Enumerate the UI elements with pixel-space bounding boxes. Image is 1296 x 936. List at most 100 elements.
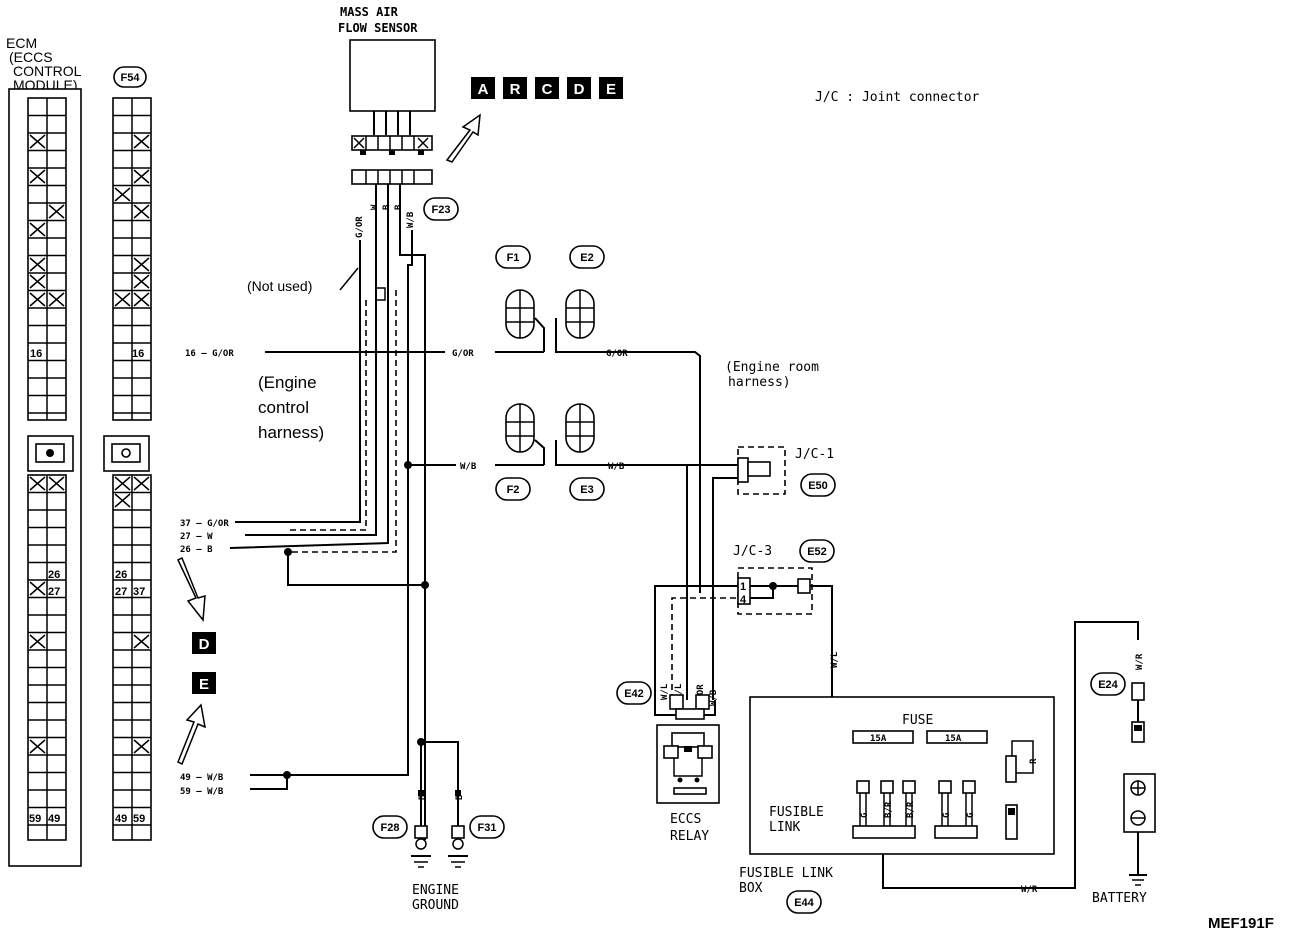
engine-ground-f28[interactable] bbox=[411, 790, 431, 868]
inline-connector-f2[interactable] bbox=[505, 403, 535, 453]
connector-badge-e52[interactable]: E52 bbox=[799, 539, 835, 563]
connector-badge-f28[interactable]: F28 bbox=[372, 815, 408, 839]
f54-pin-59: 59 bbox=[133, 813, 145, 825]
fuse-side-connector[interactable] bbox=[1005, 740, 1034, 840]
joint-connector-jc3[interactable] bbox=[737, 567, 813, 615]
fuse-2-rating: 15A bbox=[945, 734, 962, 744]
fusible-link-wire-color: G bbox=[860, 813, 870, 818]
connector-badge-e44[interactable]: E44 bbox=[786, 890, 822, 914]
badge-a bbox=[471, 77, 495, 99]
ecm-title-line-2: (ECCS bbox=[9, 49, 53, 65]
inline-connector-f1[interactable] bbox=[505, 289, 535, 339]
badge-label: C bbox=[542, 81, 553, 98]
ground-wire-right-color: B bbox=[455, 794, 465, 800]
engine-control-harness-label-2: control bbox=[258, 398, 309, 417]
engine-ground-f31[interactable] bbox=[448, 790, 468, 868]
eccs-relay-label-2: RELAY bbox=[670, 829, 709, 844]
svg-text:E24: E24 bbox=[1098, 679, 1118, 691]
ecm-connector-latch bbox=[27, 435, 74, 472]
engine-ground-label-1: ENGINE bbox=[412, 883, 459, 898]
engine-control-harness-label-3: harness) bbox=[258, 423, 324, 442]
f54-connector-grid[interactable] bbox=[112, 97, 152, 841]
svg-text:F1: F1 bbox=[507, 252, 520, 264]
badge-left-d bbox=[192, 632, 216, 654]
maf-title-line-1: MASS AIR bbox=[340, 5, 399, 19]
connector-badge-f1[interactable]: F1 bbox=[495, 245, 531, 269]
badge-e bbox=[599, 77, 623, 99]
connector-badge-f2[interactable]: F2 bbox=[495, 477, 531, 501]
eccs-relay-connector[interactable] bbox=[654, 694, 716, 720]
wire-49-label: 49 — W/B bbox=[180, 773, 224, 783]
badge-label: R bbox=[510, 81, 521, 98]
wire-wb-mid-label: W/B bbox=[460, 462, 477, 472]
connector-badge-f23[interactable]: F23 bbox=[423, 197, 459, 221]
svg-text:F28: F28 bbox=[381, 822, 400, 834]
badge-left-label: E bbox=[199, 676, 209, 693]
fusible-link-label-2: LINK bbox=[769, 820, 800, 835]
joint-connector-jc1[interactable] bbox=[737, 446, 786, 495]
section-reference-badges-left: DE bbox=[192, 632, 216, 694]
svg-text:E44: E44 bbox=[794, 897, 814, 909]
badge-left-label: D bbox=[199, 636, 210, 653]
svg-text:E3: E3 bbox=[580, 484, 593, 496]
connector-badge-f54[interactable]: F54 bbox=[113, 66, 147, 88]
engine-room-harness-label-2: harness) bbox=[728, 375, 791, 390]
fusible-link-box-label-1: FUSIBLE LINK bbox=[739, 866, 833, 881]
fuse-label: FUSE bbox=[902, 713, 933, 728]
fuse-1[interactable]: 15A bbox=[852, 730, 914, 744]
f54-pin-37: 37 bbox=[133, 586, 145, 598]
badge-r bbox=[503, 77, 527, 99]
wire-16-label: 16 — G/OR bbox=[185, 349, 234, 359]
eccs-relay[interactable] bbox=[656, 724, 720, 804]
fusible-link-wire-color: B/R bbox=[884, 801, 894, 818]
joint-connector-legend: J/C : Joint connector bbox=[815, 90, 980, 105]
figure-id: MEF191F bbox=[1208, 915, 1274, 932]
connector-badge-e42[interactable]: E42 bbox=[616, 681, 652, 705]
connector-badge-e3[interactable]: E3 bbox=[569, 477, 605, 501]
connector-badge-f31[interactable]: F31 bbox=[469, 815, 505, 839]
down-arrow-icon bbox=[177, 556, 206, 622]
ground-wire-left-color: B bbox=[418, 794, 428, 800]
fusible-link-label-1: FUSIBLE bbox=[769, 805, 824, 820]
ecm-pin-59: 59 bbox=[29, 813, 41, 825]
maf-title-line-2: FLOW SENSOR bbox=[338, 21, 418, 35]
ecm-connector-grid[interactable] bbox=[27, 97, 67, 841]
connector-badge-e50[interactable]: E50 bbox=[800, 473, 836, 497]
battery[interactable] bbox=[1123, 773, 1156, 833]
badge-label: A bbox=[478, 81, 489, 98]
maf-sensor-body[interactable] bbox=[349, 39, 436, 112]
inline-connector-e3[interactable] bbox=[565, 403, 595, 453]
ecm-pin-26: 26 bbox=[48, 569, 60, 581]
ecm-title-line-1: ECM bbox=[6, 35, 37, 51]
maf-wire-color-5: W/B bbox=[406, 211, 416, 228]
svg-text:E52: E52 bbox=[807, 546, 827, 558]
svg-text:E50: E50 bbox=[808, 480, 828, 492]
battery-connector[interactable] bbox=[1131, 682, 1145, 743]
engine-room-harness-label-1: (Engine room bbox=[725, 360, 819, 375]
svg-text:E42: E42 bbox=[624, 688, 644, 700]
battery-label: BATTERY bbox=[1092, 891, 1147, 906]
ecm-pin-16: 16 bbox=[30, 348, 42, 360]
ecm-title: ECM (ECCS CONTROL MODULE) bbox=[6, 35, 82, 93]
engine-control-harness-label-1: (Engine bbox=[258, 373, 317, 392]
badge-left-e bbox=[192, 672, 216, 694]
wire-16-right-label: G/OR bbox=[606, 349, 628, 359]
engine-ground-label-2: GROUND bbox=[412, 898, 459, 913]
fusible-link-wire-color: G bbox=[966, 813, 976, 818]
svg-text:F23: F23 bbox=[432, 204, 451, 216]
maf-sensor-connector[interactable] bbox=[351, 111, 433, 185]
connector-badge-e24[interactable]: E24 bbox=[1090, 672, 1126, 696]
badge-d bbox=[567, 77, 591, 99]
inline-connector-e2[interactable] bbox=[565, 289, 595, 339]
connector-badge-e2[interactable]: E2 bbox=[569, 245, 605, 269]
not-used-label: (Not used) bbox=[247, 278, 312, 294]
relay-wire-color-4: W/B bbox=[709, 689, 719, 706]
battery-ground-icon bbox=[1129, 874, 1147, 886]
battery-lead-color: W/R bbox=[1135, 653, 1145, 670]
wire-box-to-battery-label: W/R bbox=[1021, 885, 1038, 895]
fuse-2[interactable]: 15A bbox=[926, 730, 988, 744]
fuse-1-rating: 15A bbox=[870, 734, 887, 744]
f54-connector-latch bbox=[103, 435, 150, 472]
